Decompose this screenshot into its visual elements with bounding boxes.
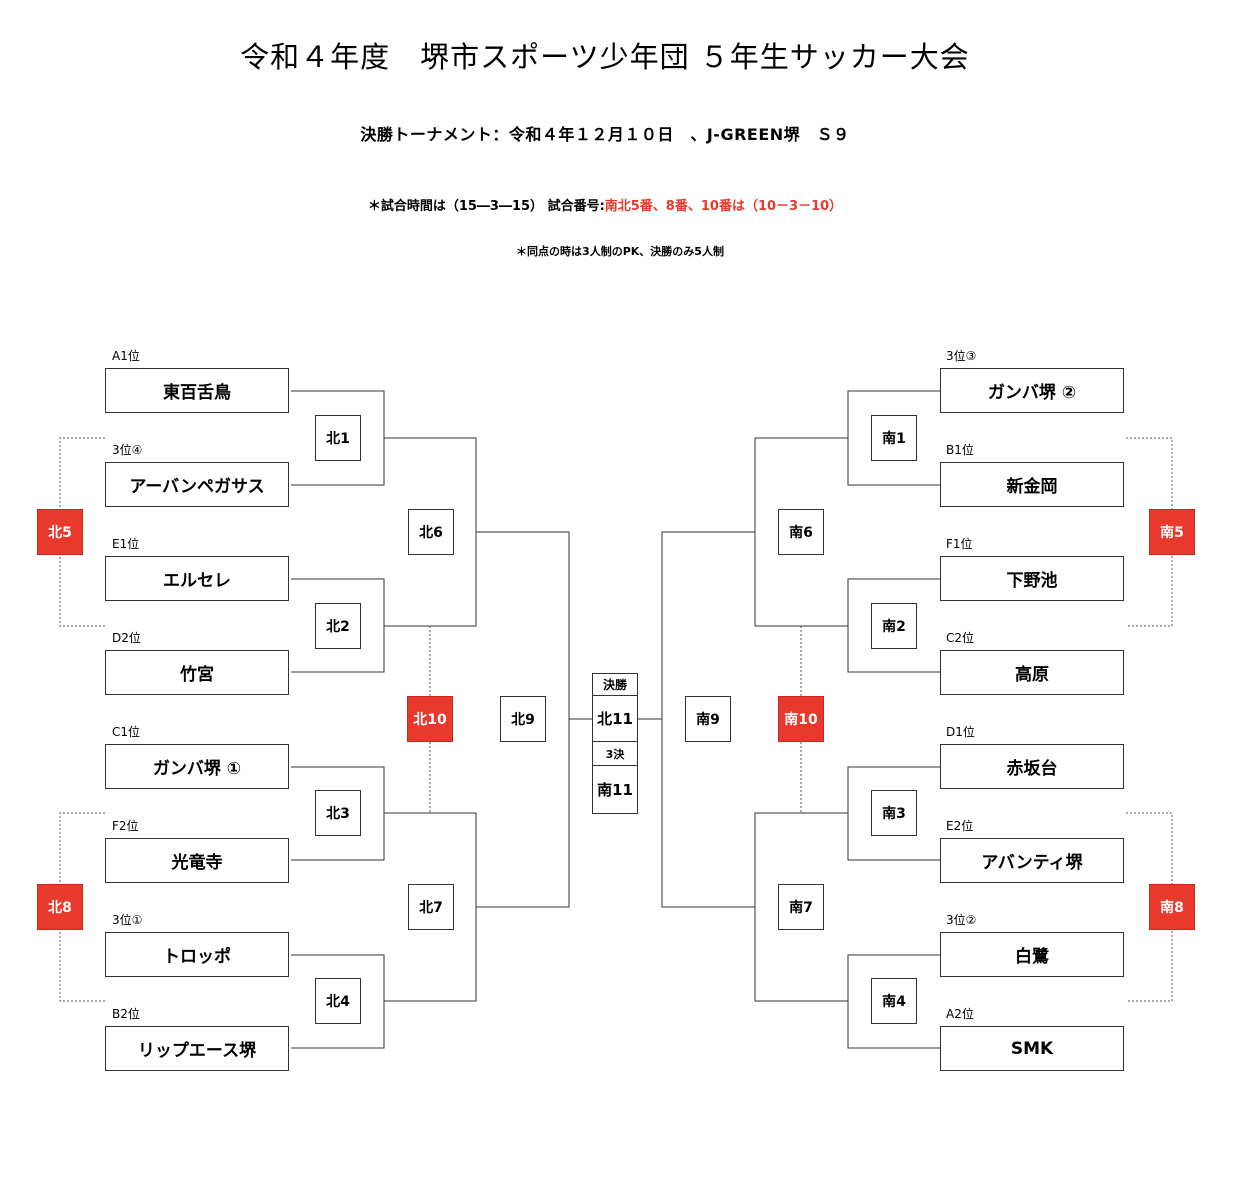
south-team-3: 下野池 bbox=[940, 556, 1124, 601]
match-south-3: 南3 bbox=[871, 790, 917, 836]
south-seed-8: A2位 bbox=[946, 1007, 974, 1021]
south-team-4: 高原 bbox=[940, 650, 1124, 695]
north-seed-3: E1位 bbox=[112, 537, 140, 551]
match-south-1: 南1 bbox=[871, 415, 917, 461]
final-label: 決勝 bbox=[592, 673, 638, 696]
south-seed-3: F1位 bbox=[946, 537, 973, 551]
match-north-6: 北6 bbox=[408, 509, 454, 555]
pk-note: ＊同点の時は3人制のPK、決勝のみ5人制 bbox=[516, 245, 724, 258]
north-team-7: トロッポ bbox=[105, 932, 289, 977]
match-time-note-highlight: 南北5番、8番、10番は（10－3－10） bbox=[604, 199, 843, 214]
match-north-10: 北10 bbox=[407, 696, 453, 742]
match-north-1: 北1 bbox=[315, 415, 361, 461]
match-south-6: 南6 bbox=[778, 509, 824, 555]
north-seed-8: B2位 bbox=[112, 1007, 140, 1021]
north-team-6: 光竜寺 bbox=[105, 838, 289, 883]
north-team-3: エルセレ bbox=[105, 556, 289, 601]
north-team-1: 東百舌鳥 bbox=[105, 368, 289, 413]
tournament-subtitle: 決勝トーナメント：令和４年１２月１０日 、J-GREEN堺 Ｓ９ bbox=[360, 125, 850, 144]
match-north-4: 北4 bbox=[315, 978, 361, 1024]
match-south-2: 南2 bbox=[871, 603, 917, 649]
north-team-8: リップエース堺 bbox=[105, 1026, 289, 1071]
north-seed-7: 3位① bbox=[112, 913, 143, 927]
match-south-7: 南7 bbox=[778, 884, 824, 930]
page-title: 令和４年度 堺市スポーツ少年団 ５年生サッカー大会 bbox=[240, 40, 970, 74]
north-team-5: ガンバ堺 ① bbox=[105, 744, 289, 789]
match-south-5: 南5 bbox=[1149, 509, 1195, 555]
match-final: 北11 bbox=[592, 695, 638, 742]
match-south-4: 南4 bbox=[871, 978, 917, 1024]
south-seed-5: D1位 bbox=[946, 725, 975, 739]
match-north-3: 北3 bbox=[315, 790, 361, 836]
south-seed-2: B1位 bbox=[946, 443, 974, 457]
north-seed-6: F2位 bbox=[112, 819, 139, 833]
south-team-5: 赤坂台 bbox=[940, 744, 1124, 789]
south-team-1: ガンバ堺 ② bbox=[940, 368, 1124, 413]
match-north-9: 北9 bbox=[500, 696, 546, 742]
north-seed-4: D2位 bbox=[112, 631, 141, 645]
south-seed-4: C2位 bbox=[946, 631, 975, 645]
south-seed-1: 3位③ bbox=[946, 349, 977, 363]
match-time-note: ＊試合時間は（15―3―15） 試合番号:南北5番、8番、10番は（10－3－1… bbox=[0, 195, 1210, 214]
match-south-10: 南10 bbox=[778, 696, 824, 742]
match-time-note-text: ＊試合時間は（15―3―15） 試合番号: bbox=[367, 199, 605, 214]
north-seed-5: C1位 bbox=[112, 725, 141, 739]
third-place-label: 3決 bbox=[592, 741, 638, 766]
south-team-6: アバンティ堺 bbox=[940, 838, 1124, 883]
south-team-2: 新金岡 bbox=[940, 462, 1124, 507]
match-north-7: 北7 bbox=[408, 884, 454, 930]
match-north-5: 北5 bbox=[37, 509, 83, 555]
match-north-2: 北2 bbox=[315, 603, 361, 649]
south-seed-6: E2位 bbox=[946, 819, 974, 833]
north-team-2: アーバンペガサス bbox=[105, 462, 289, 507]
south-team-8: SMK bbox=[940, 1026, 1124, 1071]
match-south-8: 南8 bbox=[1149, 884, 1195, 930]
north-seed-2: 3位④ bbox=[112, 443, 143, 457]
match-south-9: 南9 bbox=[685, 696, 731, 742]
match-north-8: 北8 bbox=[37, 884, 83, 930]
match-third-place: 南11 bbox=[592, 765, 638, 814]
south-team-7: 白鷺 bbox=[940, 932, 1124, 977]
north-team-4: 竹宮 bbox=[105, 650, 289, 695]
south-seed-7: 3位② bbox=[946, 913, 977, 927]
north-seed-1: A1位 bbox=[112, 349, 140, 363]
